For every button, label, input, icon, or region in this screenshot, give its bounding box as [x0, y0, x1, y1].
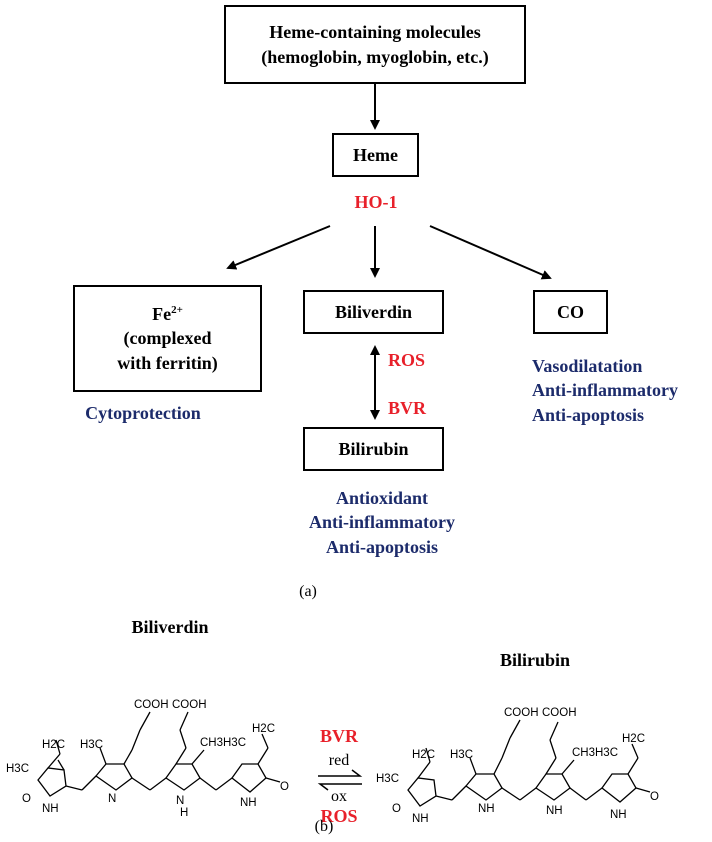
fe-line3: with ferritin)	[117, 352, 218, 373]
ros-label: ROS	[388, 350, 426, 370]
br-h3c-2: H3C	[450, 749, 473, 761]
panel-b-ros: ROS	[320, 806, 358, 826]
bv-nh-2: NH	[240, 797, 257, 809]
co-label: CO	[557, 301, 584, 322]
arrow-to-co	[429, 225, 552, 280]
br-h2c: H2C	[412, 749, 435, 761]
biliverdin-box: Biliverdin	[303, 290, 444, 334]
bv-ch3h3c: CH3H3C	[200, 737, 246, 749]
ho1-enzyme: HO-1	[354, 192, 398, 212]
fe-box: Fe2+ (complexed with ferritin)	[73, 285, 262, 392]
bv-o-2: O	[280, 781, 289, 793]
biliverdin-atom-labels: H2C H3C O NH H3C N COOH COOH N H CH3H3C …	[6, 699, 289, 819]
bilirubin-effect-antioxidant: Antioxidant	[335, 488, 429, 508]
bilirubin-label: Bilirubin	[338, 438, 409, 459]
bv-n: N	[108, 793, 116, 805]
bilirubin-box: Bilirubin	[303, 427, 444, 471]
biliverdin-title: Biliverdin	[131, 617, 209, 637]
co-effect-vasodilatation: Vasodilatation	[532, 356, 643, 376]
panel-a-label: (a)	[299, 583, 317, 600]
bilirubin-effect-anti-inflammatory: Anti-inflammatory	[309, 512, 455, 533]
bilirubin-effects: Antioxidant Anti-inflammatory Anti-apopt…	[309, 486, 455, 559]
bvr-label: BVR	[388, 398, 427, 418]
co-effects: Vasodilatation Anti-inflammatory Anti-ap…	[532, 354, 678, 427]
fe-ion: Fe2+	[152, 302, 183, 326]
biliverdin-structure	[37, 711, 281, 797]
co-box: CO	[533, 290, 608, 334]
panel-b-ox: ox	[331, 788, 347, 805]
br-h2c-2: H2C	[622, 733, 645, 745]
equilibrium-arrows	[317, 769, 363, 791]
br-nh-2: NH	[478, 803, 495, 815]
heme-containing-line1: Heme-containing molecules	[269, 22, 481, 43]
br-nh-1: NH	[412, 813, 429, 825]
bv-cooh-1: COOH	[134, 699, 169, 711]
reverse-arrow	[317, 783, 362, 791]
fe-charge: 2+	[171, 304, 183, 317]
forward-arrow	[318, 769, 363, 777]
fe-symbol: Fe	[152, 304, 172, 325]
br-cooh-2: COOH	[542, 707, 577, 719]
bv-h3c-1: H3C	[6, 763, 29, 775]
br-o-2: O	[650, 791, 659, 803]
br-ch3h3c: CH3H3C	[572, 747, 618, 759]
bv-h3c-2: H3C	[80, 739, 103, 751]
bv-n-2: N	[176, 795, 184, 807]
br-cooh-1: COOH	[504, 707, 539, 719]
panel-b-bvr: BVR	[319, 726, 359, 746]
br-nh-3: NH	[546, 805, 563, 817]
br-o-1: O	[392, 803, 401, 815]
bv-cooh-2: COOH	[172, 699, 207, 711]
bv-h-2: H	[180, 807, 188, 819]
br-nh-4: NH	[610, 809, 627, 821]
heme-containing-line2: (hemoglobin, myoglobin, etc.)	[261, 46, 489, 67]
bilirubin-effect-anti-apoptosis: Anti-apoptosis	[325, 536, 439, 557]
bilirubin-atom-labels: H2C H3C O NH H3C NH COOH COOH NH CH3H3C …	[376, 707, 659, 825]
br-h3c-1: H3C	[376, 773, 399, 785]
bv-nh-1: NH	[42, 803, 59, 815]
fe-line2: (complexed	[123, 328, 212, 349]
bv-h2c: H2C	[42, 739, 65, 751]
heme-containing-box: Heme-containing molecules (hemoglobin, m…	[224, 5, 526, 84]
bilirubin-structure	[407, 719, 651, 807]
heme-label: Heme	[353, 144, 398, 165]
panel-b-label: (b)	[314, 818, 334, 835]
bv-o-1: O	[22, 793, 31, 805]
bilirubin-title: Bilirubin	[499, 650, 571, 670]
fe-effect-cytoprotection: Cytoprotection	[85, 403, 201, 423]
panel-b-red: red	[328, 752, 350, 769]
heme-box: Heme	[332, 133, 419, 177]
co-effect-anti-inflammatory: Anti-inflammatory	[532, 380, 678, 401]
bv-h2c-2: H2C	[252, 723, 275, 735]
biliverdin-label: Biliverdin	[334, 301, 412, 322]
arrow-to-fe	[226, 225, 331, 270]
co-effect-anti-apoptosis: Anti-apoptosis	[532, 404, 645, 425]
